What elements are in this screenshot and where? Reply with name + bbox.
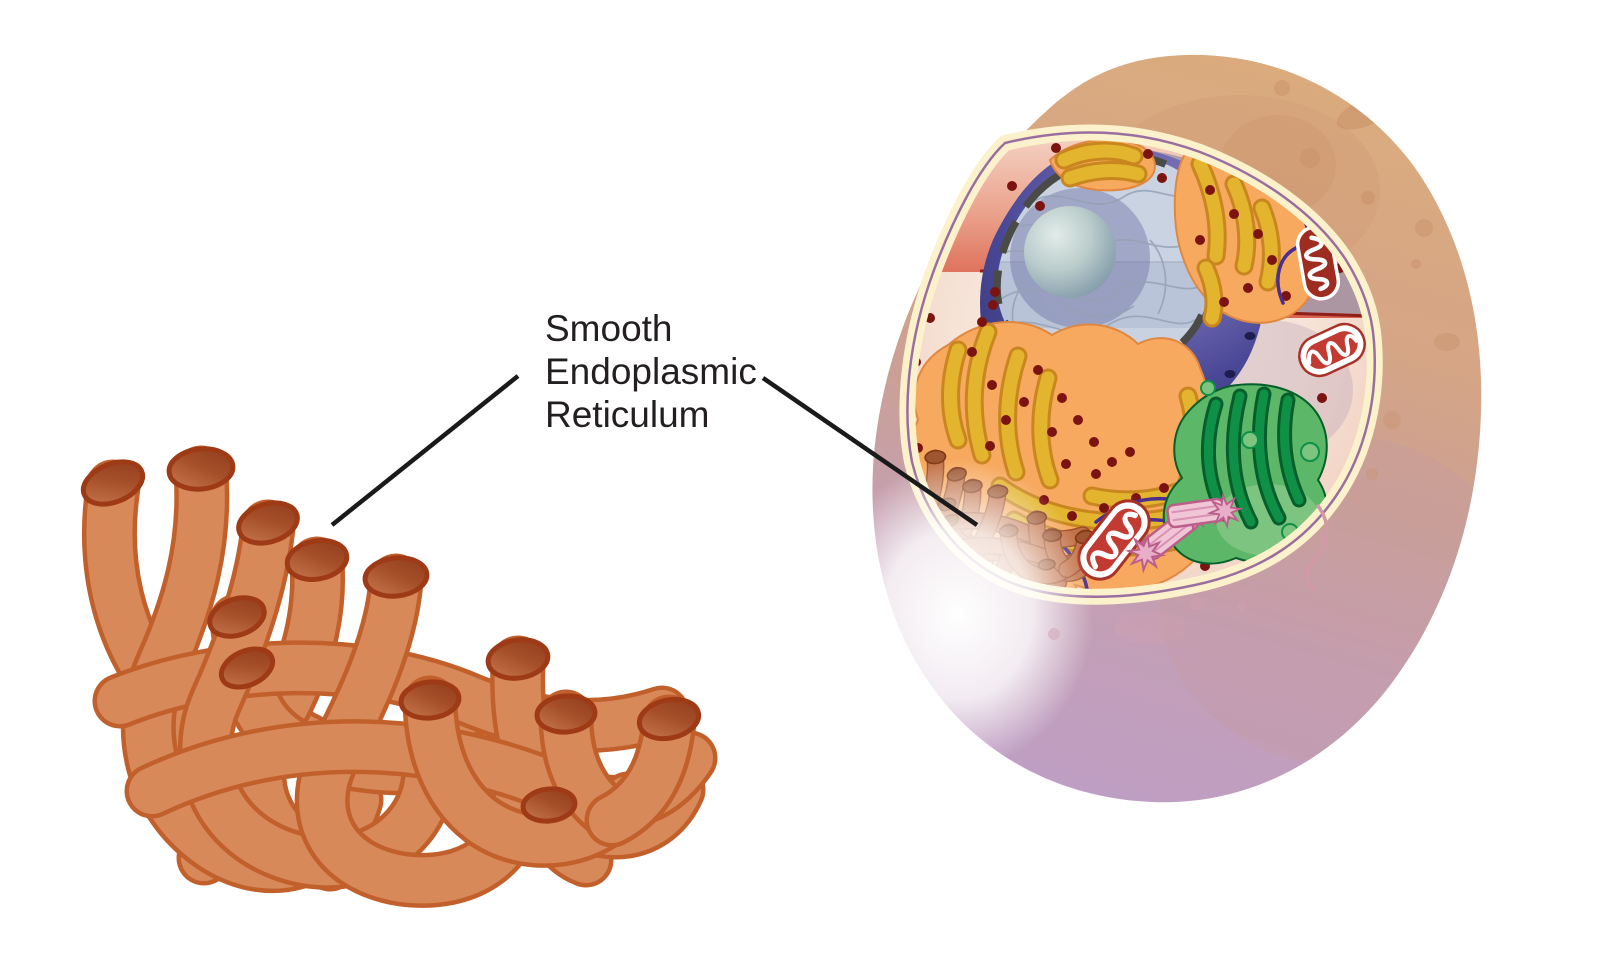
label-smooth-endoplasmic-reticulum: Smooth Endoplasmic Reticulum xyxy=(545,308,757,435)
annotation: Smooth Endoplasmic Reticulum xyxy=(330,308,979,527)
leader-line-to-cell-er xyxy=(761,376,979,527)
mitochondrion-right xyxy=(1298,322,1366,378)
label-line-1: Smooth xyxy=(545,308,673,349)
nucleolus xyxy=(1024,206,1116,298)
label-line-2: Endoplasmic xyxy=(545,351,757,392)
cell-exterior-marks xyxy=(1048,504,1329,644)
label-line-3: Reticulum xyxy=(545,394,710,435)
animal-cell xyxy=(823,54,1482,803)
smooth-er-enlarged xyxy=(77,446,702,881)
highlight-glow xyxy=(823,459,1093,769)
smooth-er-tubules-large xyxy=(77,446,702,881)
centrioles xyxy=(1120,492,1244,578)
leader-line-to-enlarged-er xyxy=(330,374,520,527)
